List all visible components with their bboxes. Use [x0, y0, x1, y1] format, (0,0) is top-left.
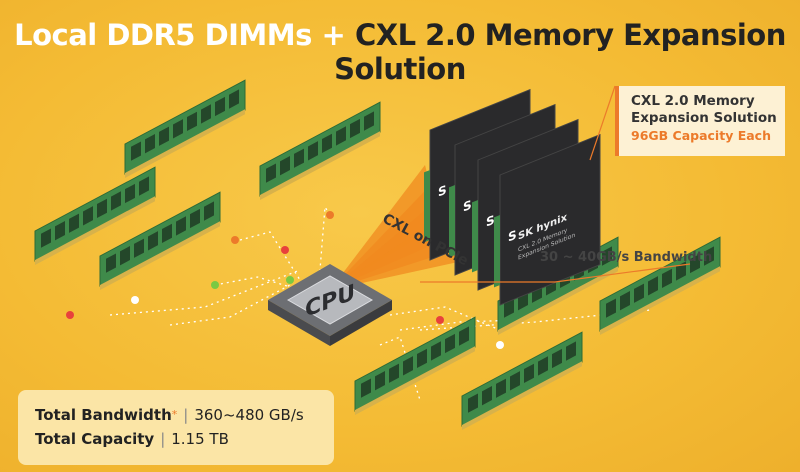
ddr5-dimm — [124, 79, 246, 178]
link-dot — [326, 211, 334, 219]
connection-line — [379, 336, 421, 401]
link-dot — [211, 281, 219, 289]
cpu-chip: CPU — [268, 264, 392, 346]
page-title: Local DDR5 DIMMs + CXL 2.0 Memory Expans… — [14, 18, 786, 86]
card-badge: S — [438, 182, 447, 200]
ddr5-dimm — [461, 331, 583, 430]
link-dot — [231, 236, 239, 244]
card-badge: S — [486, 212, 495, 230]
ddr5-dimm — [354, 316, 476, 415]
connection-line — [214, 276, 301, 291]
connection-line — [389, 306, 501, 331]
link-dot — [66, 311, 74, 319]
link-dot — [131, 296, 139, 304]
card-badge: S — [463, 197, 472, 215]
link-dot — [286, 276, 294, 284]
link-dot — [436, 316, 444, 324]
callout-leader — [589, 85, 616, 161]
cxl-callout: CXL 2.0 Memory Expansion Solution 96GB C… — [615, 86, 785, 156]
link-dot — [496, 341, 504, 349]
bandwidth-label: 30 ~ 40GB/s Bandwidth — [540, 250, 713, 265]
link-dot — [281, 246, 289, 254]
card-badge: S — [508, 227, 517, 245]
ddr5-dimm — [599, 236, 721, 335]
connection-line — [169, 284, 291, 326]
cxl-beam — [330, 165, 440, 290]
ddr5-dimm — [99, 191, 221, 290]
connection-lines — [66, 204, 651, 401]
summary-box: Total Bandwidth*|360~480 GB/s Total Capa… — [18, 390, 334, 465]
ddr5-dimm — [259, 101, 381, 200]
connection-line — [109, 269, 301, 316]
dimm-group — [34, 79, 721, 430]
cxl-beam — [330, 175, 455, 290]
connection-line — [239, 231, 301, 281]
ddr5-dimm — [34, 166, 156, 265]
connection-line — [399, 319, 521, 331]
